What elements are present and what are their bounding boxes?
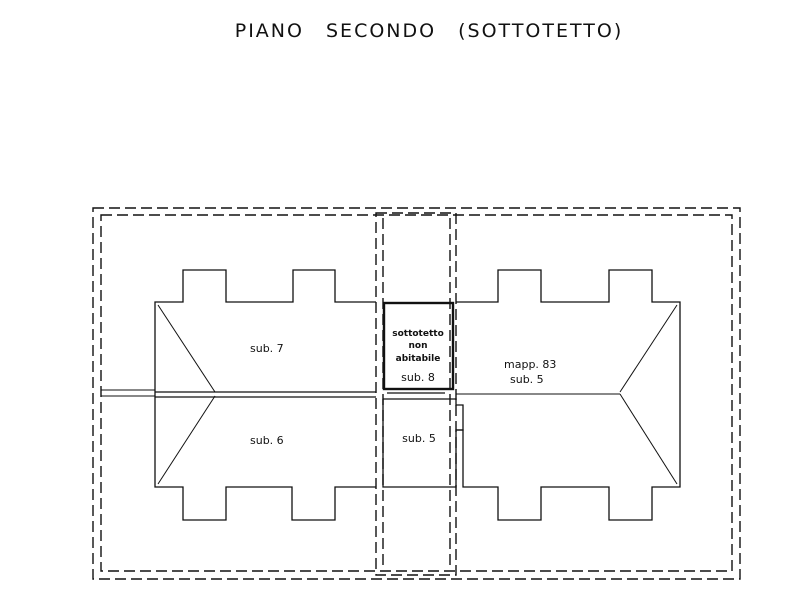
label-sub8-line1: sottotetto [392,329,444,339]
label-sub5-center: sub. 5 [402,432,436,445]
right-building-outline [456,269,681,521]
sub5-center-box [382,398,464,488]
sub8-room-box [382,301,455,391]
label-mapp83: mapp. 83 [504,358,556,371]
label-sub7: sub. 7 [250,342,284,355]
left-building-outline [154,269,376,521]
right-hip-line-top [619,304,678,393]
outer-boundary-dashed [92,207,741,580]
label-sub6: sub. 6 [250,434,284,447]
left-hip-line-bottom [157,395,216,485]
label-mapp-sub5: sub. 5 [510,373,544,386]
plan-title: PIANO SECONDO (SOTTOTETTO) [234,20,624,42]
left-hip-line-top [157,304,216,393]
right-hip-line-bottom [619,393,678,485]
label-sub8-line3: abitabile [396,354,441,364]
inner-boundary-dashed [100,214,733,572]
label-sub8: sub. 8 [401,371,435,384]
corridor-strip-dashed [375,212,457,576]
label-sub8-line2: non [409,341,428,351]
